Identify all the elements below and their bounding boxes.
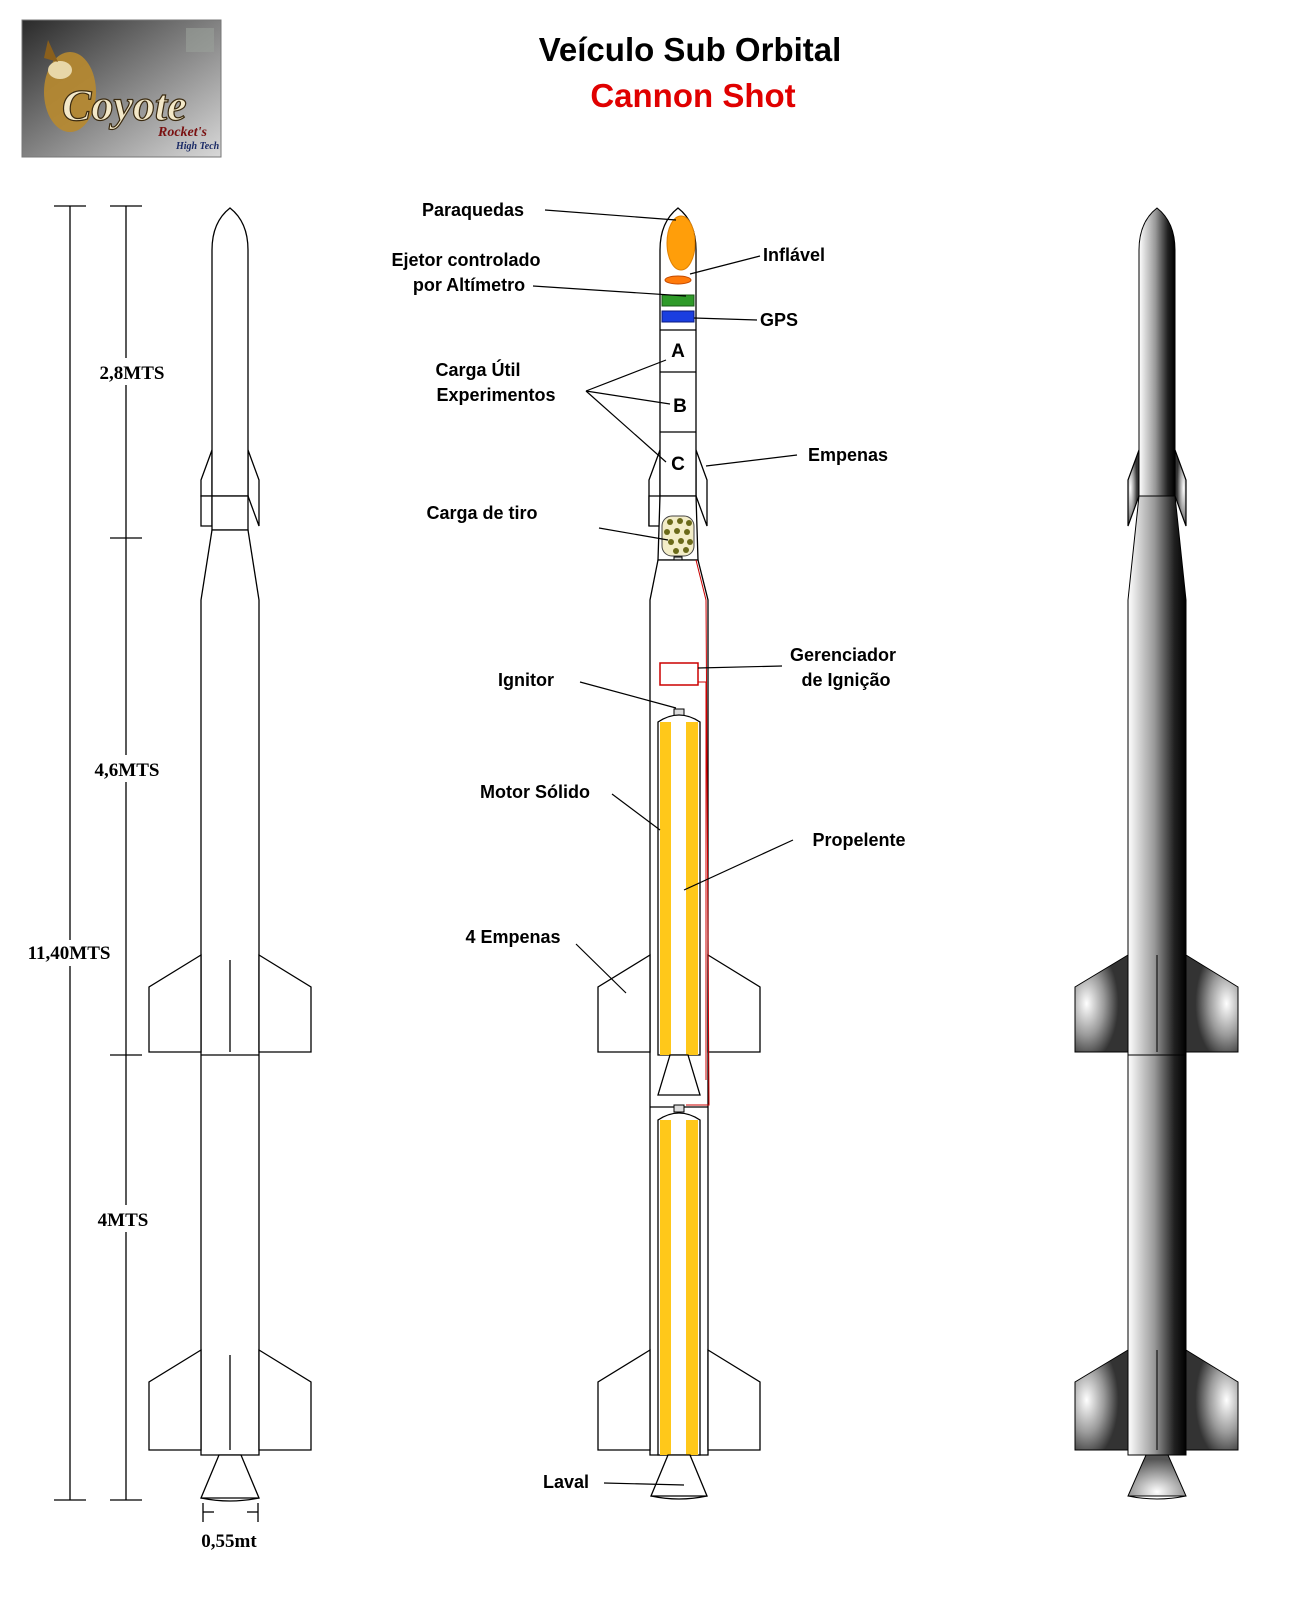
label-motor-solido: Motor Sólido (480, 782, 590, 802)
cut-fin-set2-right (707, 1348, 761, 1451)
callout-leaders (532, 209, 798, 1486)
fin-set2-right (258, 1348, 312, 1451)
logo-brand-text: Coyote (62, 81, 187, 130)
cut-fin-set2-left (597, 1348, 651, 1451)
cut-fin-set1-right (707, 953, 761, 1053)
label-4-empenas: 4 Empenas (465, 927, 560, 947)
brand-logo: Coyote Rocket's High Tech (21, 19, 222, 158)
ignition-manager-box (659, 662, 699, 686)
label-laval: Laval (543, 1472, 589, 1492)
dim-section3-label: 4MTS (98, 1210, 149, 1231)
label-gerenciador-line1: Gerenciador (790, 645, 896, 665)
label-propelente: Propelente (812, 830, 905, 850)
dim-section1-label: 2,8MTS (100, 363, 165, 384)
crest-icon (186, 28, 214, 52)
coyote-face-icon (48, 61, 72, 79)
interstage (211, 495, 249, 531)
logo-line2-text: Rocket's (157, 125, 208, 140)
coyote-ear-icon (44, 40, 58, 62)
laval-nozzle (650, 1454, 708, 1497)
inflatable-shape (664, 275, 692, 285)
fin-set1-right (258, 953, 312, 1053)
logo-line3-text: High Tech (175, 141, 220, 152)
shaded-fin-set2-left (1074, 1349, 1129, 1451)
nose-cone (211, 207, 249, 497)
label-carga-util-line2: Experimentos (436, 385, 555, 405)
fin-set2-left (148, 1348, 202, 1451)
label-empenas: Empenas (808, 445, 888, 465)
shot-charge-pellets (664, 518, 693, 554)
propellant-2-right (686, 1120, 698, 1455)
section-a-label: A (671, 341, 685, 362)
parachute-shape (666, 215, 696, 271)
ejector-module (661, 294, 695, 307)
propellant-1-right (686, 722, 698, 1055)
label-inflavel: Inflável (763, 245, 825, 265)
rocket-outline-view (148, 207, 312, 1502)
ignitor-2 (673, 1104, 685, 1113)
page-subtitle: Cannon Shot (590, 77, 795, 114)
dim-section2-label: 4,6MTS (95, 760, 160, 781)
section-b-label: B (673, 396, 687, 417)
cut-upper-fin-right (695, 449, 708, 527)
dim-diameter-label: 0,55mt (201, 1531, 257, 1552)
motor-1-nozzle (657, 1054, 701, 1096)
label-ignitor: Ignitor (498, 670, 554, 690)
propellant-2-left (660, 1120, 671, 1455)
page-title: Veículo Sub Orbital (539, 31, 842, 68)
shaded-nozzle (1127, 1454, 1187, 1497)
propellant-1-left (660, 722, 671, 1055)
label-carga-util-line1: Carga Útil (435, 359, 520, 380)
shaded-fin-set1-right (1185, 954, 1239, 1053)
upper-fin-left (200, 449, 213, 497)
upper-fin-right (247, 449, 260, 527)
dim-total-label: 11,40MTS (28, 943, 111, 964)
shaded-fin-set2-right (1185, 1349, 1239, 1451)
label-paraquedas: Paraquedas (422, 200, 524, 220)
shaded-fin-set1-left (1074, 954, 1129, 1053)
ignition-wiring (686, 559, 710, 1106)
rocket-cutaway-view: A B C (597, 207, 761, 1500)
nozzle (200, 1454, 260, 1499)
fin-set1-left (148, 953, 202, 1053)
label-ejetor-line2: por Altímetro (413, 275, 525, 295)
gps-module (661, 310, 695, 323)
rocket-shaded-view (1074, 207, 1239, 1500)
dimension-lines (54, 205, 259, 1522)
shaded-nose-cone (1138, 207, 1176, 497)
label-carga-de-tiro: Carga de tiro (426, 503, 537, 523)
label-gps: GPS (760, 310, 798, 330)
label-ejetor-line1: Ejetor controlado (391, 250, 540, 270)
cut-fin-set1-left (597, 953, 651, 1053)
section-c-label: C (671, 454, 685, 475)
label-gerenciador-line2: de Ignição (801, 670, 890, 690)
shot-charge (661, 515, 695, 557)
